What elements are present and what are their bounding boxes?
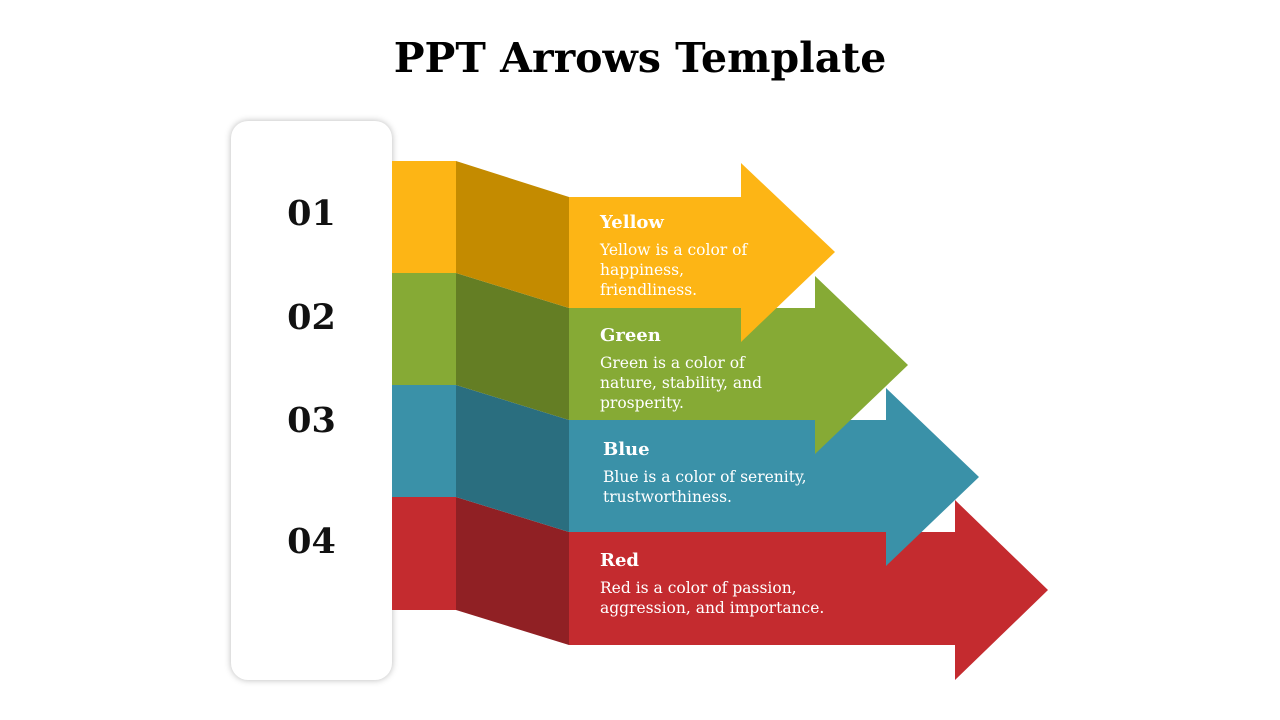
green-fold bbox=[456, 273, 569, 420]
red-fold bbox=[456, 497, 569, 645]
yellow-band bbox=[392, 161, 456, 273]
item-name: Red bbox=[600, 550, 639, 571]
item-description: Yellow is a color of happiness, friendli… bbox=[600, 241, 748, 299]
page-title: PPT Arrows Template bbox=[393, 34, 887, 82]
step-number-04: 04 bbox=[287, 521, 336, 562]
blue-label: Blue Blue is a color of serenity, trustw… bbox=[603, 439, 813, 507]
step-number-03: 03 bbox=[287, 400, 336, 441]
blue-fold bbox=[456, 385, 569, 532]
red-band bbox=[392, 497, 456, 610]
yellow-arrow bbox=[569, 163, 835, 342]
step-number-02: 02 bbox=[287, 297, 336, 338]
number-panel bbox=[231, 121, 392, 680]
step-number-01: 01 bbox=[287, 193, 336, 234]
blue-band bbox=[392, 385, 456, 497]
yellow-label: Yellow Yellow is a color of happiness, f… bbox=[600, 212, 785, 300]
yellow-fold bbox=[456, 161, 569, 308]
green-band bbox=[392, 273, 456, 385]
green-arrow bbox=[569, 276, 908, 454]
red-label: Red Red is a color of passion, aggressio… bbox=[600, 550, 825, 618]
item-name: Yellow bbox=[600, 212, 664, 233]
item-description: Blue is a color of serenity, trustworthi… bbox=[603, 468, 807, 506]
item-description: Red is a color of passion, aggression, a… bbox=[600, 579, 825, 617]
item-name: Blue bbox=[603, 439, 650, 460]
red-arrow bbox=[569, 500, 1048, 680]
blue-arrow bbox=[569, 388, 979, 566]
green-label: Green Green is a color of nature, stabil… bbox=[600, 325, 805, 413]
item-description: Green is a color of nature, stability, a… bbox=[600, 354, 763, 412]
item-name: Green bbox=[600, 325, 661, 346]
